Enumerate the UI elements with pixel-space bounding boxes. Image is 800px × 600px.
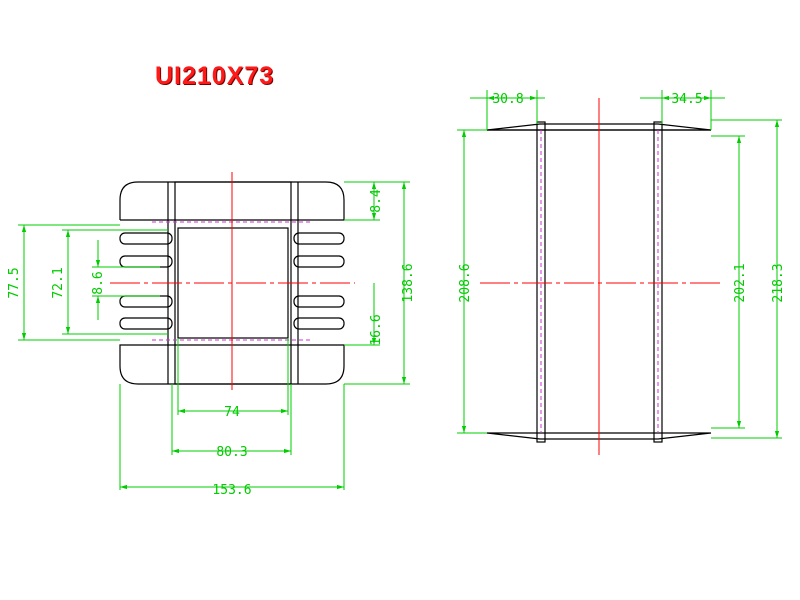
side-dim-height-right: 218.3 <box>771 263 786 302</box>
side-dim-top-right: 34.5 <box>671 92 702 107</box>
front-view: 153.6 80.3 74 138.6 8.4 16.6 77.5 72.1 8… <box>7 172 416 498</box>
front-centerlines <box>110 172 355 390</box>
part-title: UI210X73 <box>155 62 275 90</box>
front-dim-width-total: 153.6 <box>212 483 251 498</box>
front-dim-height-72: 72.1 <box>51 267 66 298</box>
side-dim-top-left: 30.8 <box>492 92 523 107</box>
side-view: 30.8 34.5 208.6 202.1 218.3 <box>457 90 786 455</box>
front-dim-top-flange: 8.4 <box>369 189 384 213</box>
front-dim-width-inner: 74 <box>224 405 240 420</box>
front-dim-height-77: 77.5 <box>7 267 22 298</box>
side-dim-height-left: 208.6 <box>458 263 473 302</box>
front-dim-width-mid: 80.3 <box>216 445 247 460</box>
front-dim-gap: 8.6 <box>91 271 106 294</box>
front-dimensions <box>18 181 410 490</box>
side-dim-height-mid: 202.1 <box>733 263 748 302</box>
side-hidden-lines <box>540 130 659 433</box>
side-centerlines <box>480 98 720 455</box>
front-dim-height-total: 138.6 <box>401 263 416 302</box>
side-dimensions <box>457 90 782 439</box>
front-dim-bottom-flange: 16.6 <box>369 314 384 345</box>
